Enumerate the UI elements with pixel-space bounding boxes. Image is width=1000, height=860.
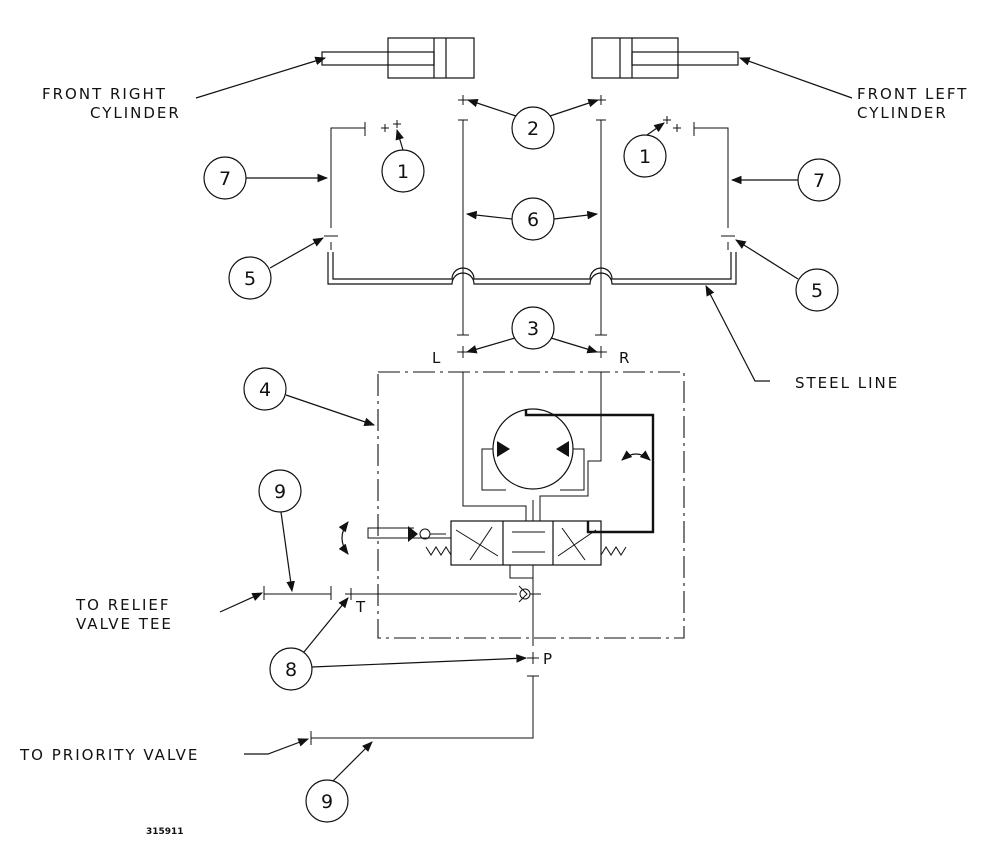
callout-2: 2	[466, 98, 600, 150]
callout-4: 4	[243, 367, 376, 426]
leader-steel-line	[705, 285, 770, 382]
callout-7-left: 7	[203, 156, 329, 200]
front-right-cylinder-label-line2: CYLINDER	[90, 104, 181, 122]
front-right-cylinder-label-line1: FRONT RIGHT	[42, 85, 167, 103]
priority-valve-label: TO PRIORITY VALVE	[19, 746, 199, 764]
svg-text:5: 5	[244, 268, 256, 290]
hose-9-priority	[310, 676, 534, 745]
callout-1-left: 1	[623, 122, 667, 178]
hose-7-right	[694, 127, 735, 250]
fittings-top	[364, 95, 695, 136]
callout-5-left: 5	[228, 237, 324, 300]
port-r-label: R	[619, 349, 629, 367]
svg-text:9: 9	[274, 481, 286, 503]
front-right-cylinder	[321, 37, 475, 79]
figure-number: 315911	[146, 827, 184, 837]
directional-valve	[450, 520, 602, 566]
svg-text:7: 7	[813, 170, 825, 192]
steel-line-label: STEEL LINE	[795, 374, 899, 392]
fitting-pressure	[527, 652, 539, 677]
relief-valve-tee-label-line1: TO RELIEF	[75, 596, 171, 614]
leader-front-left-cylinder	[738, 57, 853, 99]
callout-9-top: 9	[258, 469, 302, 593]
relief-valve-tee-label-line2: VALVE TEE	[76, 615, 173, 633]
svg-text:8: 8	[285, 659, 297, 681]
steering-unit-boundary	[377, 371, 685, 639]
svg-text:5: 5	[811, 280, 823, 302]
callout-1-right: 1	[381, 128, 425, 193]
svg-text:4: 4	[259, 379, 271, 401]
svg-text:6: 6	[527, 209, 539, 231]
callout-3: 3	[465, 306, 599, 354]
hose-9-relief	[263, 586, 331, 600]
hose-7-left	[324, 127, 365, 250]
callout-9-bottom: 9	[305, 741, 373, 823]
steel-line	[327, 252, 737, 285]
svg-text:2: 2	[527, 118, 539, 140]
callout-8: 8	[269, 597, 528, 691]
callout-7-right: 7	[730, 158, 841, 202]
port-t-label: T	[355, 598, 366, 616]
leader-front-right-cylinder	[195, 56, 327, 99]
svg-text:1: 1	[639, 146, 651, 168]
fitting-tank	[330, 586, 356, 600]
port-l-label: L	[432, 349, 441, 367]
svg-text:3: 3	[527, 318, 539, 340]
leader-relief-valve-tee	[219, 592, 263, 613]
svg-text:7: 7	[219, 168, 231, 190]
front-left-cylinder	[591, 37, 739, 79]
callout-6: 6	[465, 197, 599, 241]
svg-text:1: 1	[397, 161, 409, 183]
steering-unit-internals	[338, 372, 655, 646]
port-p-label: P	[543, 650, 552, 668]
leader-priority-valve	[244, 738, 310, 755]
svg-text:9: 9	[321, 791, 333, 813]
front-left-cylinder-label-line1: FRONT LEFT	[857, 85, 968, 103]
front-left-cylinder-label-line2: CYLINDER	[857, 104, 948, 122]
callout-5-right: 5	[735, 239, 839, 312]
